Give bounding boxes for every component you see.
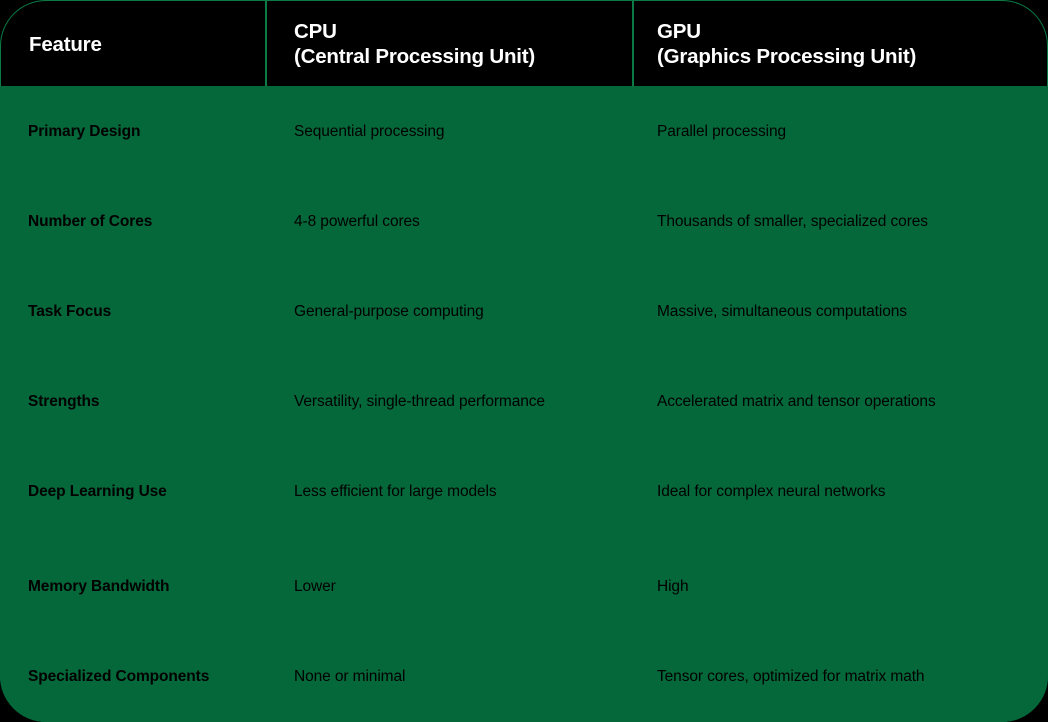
table-cell-feature: Task Focus [28, 303, 112, 320]
table-cell-gpu: Accelerated matrix and tensor operations [657, 393, 936, 410]
table-cell-gpu: Thousands of smaller, specialized cores [657, 213, 928, 230]
table-body: Primary Design Sequential processing Paral… [0, 86, 1048, 722]
header-column-divider-2 [632, 1, 634, 87]
table-cell-gpu: High [657, 578, 689, 595]
column-header-cpu: CPU (Central Processing Unit) [294, 1, 624, 87]
column-header-gpu: GPU (Graphics Processing Unit) [657, 1, 1037, 87]
table-cell-feature: Primary Design [28, 123, 141, 140]
table-cell-feature: Number of Cores [28, 213, 153, 230]
table-cell-feature: Specialized Components [28, 668, 210, 685]
column-header-gpu-title: GPU [657, 20, 701, 43]
table-row: Number of Cores 4-8 powerful cores Thousan… [0, 207, 1048, 237]
table-row: Task Focus General-purpose computing Massi… [0, 297, 1048, 327]
column-header-gpu-subtitle: (Graphics Processing Unit) [657, 45, 917, 68]
table-cell-gpu: Parallel processing [657, 123, 787, 140]
table-cell-feature: Memory Bandwidth [28, 578, 170, 595]
table-row: Deep Learning Use Less efficient for larg… [0, 477, 1048, 507]
column-header-feature-title: Feature [29, 32, 102, 56]
table-cell-cpu: Less efficient for large models [294, 483, 497, 500]
column-header-cpu-subtitle: (Central Processing Unit) [294, 45, 536, 68]
table-cell-gpu: Tensor cores, optimized for matrix math [657, 668, 925, 685]
column-header-feature: Feature [29, 1, 259, 87]
table-cell-gpu: Ideal for complex neural networks [657, 483, 886, 500]
table-cell-feature: Strengths [28, 393, 100, 410]
table-cell-cpu: General-purpose computing [294, 303, 484, 320]
table-row: Memory Bandwidth Lower High [0, 572, 1048, 602]
table-cell-cpu: Lower [294, 578, 336, 595]
table-row: Primary Design Sequential processing Paral… [0, 117, 1048, 147]
table-cell-feature: Deep Learning Use [28, 483, 167, 500]
table-cell-cpu: Sequential processing [294, 123, 445, 140]
table-row: Strengths Versatility, single-thread perf… [0, 387, 1048, 417]
table-cell-cpu: 4-8 powerful cores [294, 213, 420, 230]
table-cell-cpu: Versatility, single-thread performance [294, 393, 545, 410]
table-cell-cpu: None or minimal [294, 668, 406, 685]
column-header-cpu-title: CPU [294, 20, 337, 43]
header-column-divider-1 [265, 1, 267, 87]
table-cell-gpu: Massive, simultaneous computations [657, 303, 907, 320]
table-header: Feature CPU (Central Processing Unit) GP… [0, 0, 1048, 87]
table-row: Specialized Components None or minimal Ten… [0, 662, 1048, 692]
